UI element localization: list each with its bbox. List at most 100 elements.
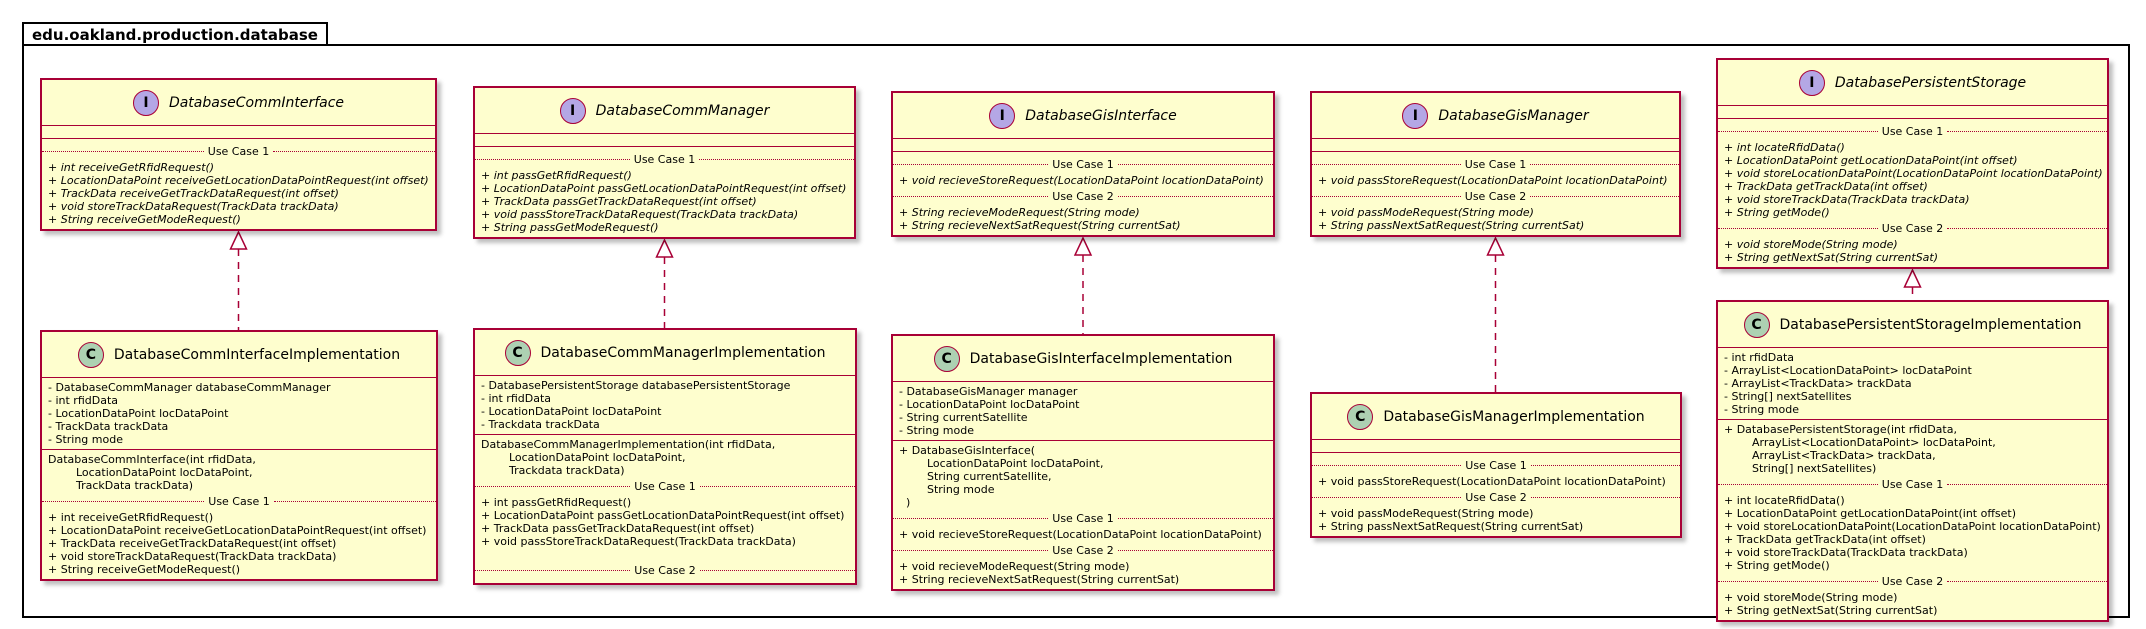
- interface-name: DatabaseCommManager: [595, 102, 770, 119]
- use-case-separator: Use Case 1: [42, 145, 435, 158]
- field: - DatabaseGisManager manager: [899, 385, 1078, 398]
- class-header: C DatabaseGisInterfaceImplementation: [893, 336, 1273, 382]
- class-fields-section: [1312, 440, 1680, 453]
- method: + String getMode(): [1724, 559, 1830, 572]
- method: + int receiveGetRfidRequest(): [48, 161, 215, 174]
- method: + void storeLocationDataPoint(LocationDa…: [1724, 520, 2101, 533]
- method: + void storeMode(String mode): [1724, 591, 1898, 604]
- field: - int rfidData: [1724, 351, 1795, 364]
- method: + LocationDataPoint receiveGetLocationDa…: [48, 174, 429, 187]
- use-case-label: Use Case 1: [1881, 478, 1944, 491]
- method: + void passStoreTrackDataRequest(TrackDa…: [481, 208, 799, 221]
- field: - LocationDataPoint locDataPoint: [48, 407, 229, 420]
- method: + int receiveGetRfidRequest(): [48, 511, 214, 524]
- use-case-separator: Use Case 1: [475, 480, 855, 493]
- use-case-separator: Use Case 2: [893, 190, 1273, 203]
- method: + LocationDataPoint receiveGetLocationDa…: [48, 524, 427, 537]
- field: - DatabaseCommManager databaseCommManage…: [48, 381, 331, 394]
- field: - DatabasePersistentStorage databasePers…: [481, 379, 791, 392]
- method: + LocationDataPoint passGetLocationDataP…: [481, 509, 845, 522]
- class-box: C DatabaseGisInterfaceImplementation - Dat…: [891, 334, 1275, 591]
- method: + LocationDataPoint getLocationDataPoint…: [1724, 507, 2017, 520]
- interface-name: DatabaseGisManager: [1438, 107, 1589, 124]
- class-fields-section: - int rfidData- ArrayList<LocationDataPo…: [1718, 348, 2107, 420]
- field: - ArrayList<LocationDataPoint> locDataPo…: [1724, 364, 1972, 377]
- method: Trackdata trackData): [481, 464, 625, 477]
- method: DatabaseCommManagerImplementation(int rf…: [481, 438, 776, 451]
- class-methods-section: + DatabaseGisInterface( LocationDataPoin…: [893, 441, 1273, 589]
- class-stereotype-icon: C: [77, 342, 104, 368]
- use-case-separator: Use Case 1: [893, 512, 1273, 525]
- use-case-label: Use Case 2: [1052, 190, 1114, 203]
- method: String[] nextSatellites): [1724, 462, 1877, 475]
- method: + void recieveStoreRequest(LocationDataP…: [899, 528, 1262, 541]
- use-case-separator: Use Case 2: [1718, 575, 2107, 588]
- class-stereotype-icon: C: [1347, 404, 1374, 430]
- interface-name: DatabasePersistentStorage: [1834, 74, 2027, 91]
- field: - ArrayList<TrackData> trackData: [1724, 377, 1912, 390]
- use-case-label: Use Case 1: [634, 480, 696, 493]
- method: + TrackData receiveGetTrackDataRequest(i…: [48, 537, 337, 550]
- class-fields-section: - DatabasePersistentStorage databasePers…: [475, 376, 855, 435]
- use-case-label: Use Case 2: [1465, 491, 1527, 504]
- method: DatabaseCommInterface(int rfidData,: [48, 453, 256, 466]
- use-case-label: Use Case 1: [1464, 158, 1527, 171]
- use-case-label: Use Case 1: [633, 153, 696, 166]
- field: - String currentSatellite: [899, 411, 1028, 424]
- interface-methods-section: Use Case 1+ void passStoreRequest(Locati…: [1312, 152, 1679, 235]
- class-fields-section: - DatabaseGisManager manager- LocationDa…: [893, 382, 1273, 441]
- interface-methods-section: Use Case 1+ int passGetRfidRequest()+ Lo…: [475, 147, 854, 237]
- method: + String passGetModeRequest(): [481, 221, 659, 234]
- interface-fields-section: [1718, 106, 2107, 119]
- interface-methods-section: Use Case 1+ int locateRfidData()+ Locati…: [1718, 119, 2107, 267]
- method: + void storeMode(String mode): [1724, 238, 1898, 251]
- package-name-tab: edu.oakland.production.database: [22, 22, 328, 44]
- interface-methods-section: Use Case 1+ int receiveGetRfidRequest()+…: [42, 139, 435, 229]
- class-name: DatabaseGisInterfaceImplementation: [969, 350, 1233, 367]
- field: - Trackdata trackData: [481, 418, 600, 431]
- use-case-label: Use Case 2: [634, 564, 696, 577]
- field: - LocationDataPoint locDataPoint: [481, 405, 662, 418]
- use-case-separator: Use Case 1: [475, 153, 854, 166]
- method: + void passModeRequest(String mode): [1318, 507, 1534, 520]
- field: - String mode: [899, 424, 974, 437]
- field: - String[] nextSatellites: [1724, 390, 1852, 403]
- class-stereotype-icon: C: [933, 346, 960, 372]
- class-name: DatabaseGisManagerImplementation: [1383, 408, 1645, 425]
- realization-arrowhead: [1903, 268, 1922, 288]
- use-case-separator: Use Case 1: [893, 158, 1273, 171]
- realization-arrowhead: [1486, 236, 1505, 256]
- class-fields-section: - DatabaseCommManager databaseCommManage…: [42, 378, 436, 450]
- class-methods-section: + DatabasePersistentStorage(int rfidData…: [1718, 420, 2107, 620]
- method: + void storeLocationDataPoint(LocationDa…: [1724, 167, 2103, 180]
- interface-stereotype-icon: I: [559, 98, 586, 124]
- method: + void passStoreTrackDataRequest(TrackDa…: [481, 535, 796, 548]
- method: + String recieveNextSatRequest(String cu…: [899, 219, 1181, 232]
- method: + int locateRfidData(): [1724, 494, 1845, 507]
- method: + TrackData receiveGetTrackDataRequest(i…: [48, 187, 339, 200]
- class-methods-section: DatabaseCommManagerImplementation(int rf…: [475, 435, 855, 583]
- method: + void recieveStoreRequest(LocationDataP…: [899, 174, 1264, 187]
- use-case-label: Use Case 1: [1465, 459, 1527, 472]
- interface-fields-section: [893, 139, 1273, 152]
- method: + void storeTrackDataRequest(TrackData t…: [48, 550, 337, 563]
- use-case-separator: Use Case 1: [1312, 158, 1679, 171]
- field: - int rfidData: [481, 392, 552, 405]
- method: + DatabasePersistentStorage(int rfidData…: [1724, 423, 1957, 436]
- field: - TrackData trackData: [48, 420, 169, 433]
- method: + void storeTrackData(TrackData trackDat…: [1724, 546, 1968, 559]
- method: + LocationDataPoint getLocationDataPoint…: [1724, 154, 2018, 167]
- use-case-separator: Use Case 1: [1718, 478, 2107, 491]
- method: String mode: [899, 483, 995, 496]
- use-case-label: Use Case 1: [207, 145, 270, 158]
- method: + void storeTrackData(TrackData trackDat…: [1724, 193, 1970, 206]
- use-case-separator: Use Case 1: [42, 495, 436, 508]
- method: + DatabaseGisInterface(: [899, 444, 1036, 457]
